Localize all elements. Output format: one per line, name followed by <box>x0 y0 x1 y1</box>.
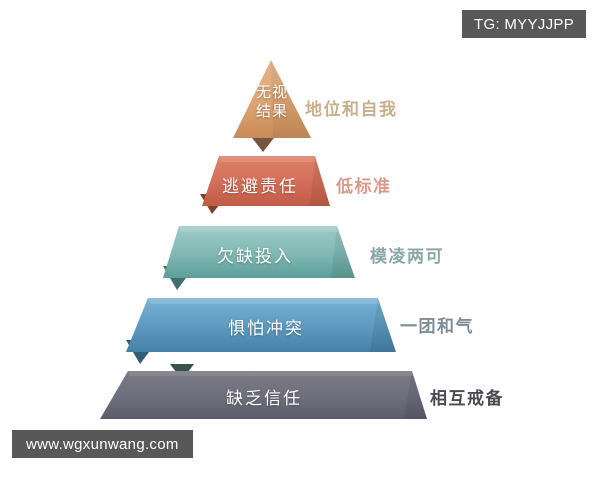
telegram-watermark-badge: TG: MYYJJPP <box>462 10 586 38</box>
base-trapezoid <box>100 371 427 419</box>
pyramid-level-4[interactable]: 逃避责任 <box>190 150 350 222</box>
pyramid-level-3[interactable]: 欠缺投入 <box>155 220 375 296</box>
level-4-trapezoid <box>202 156 330 206</box>
apex-fold-shadow <box>249 134 277 152</box>
side-label-level-4: 低标准 <box>336 177 392 196</box>
side-label-level-3: 模凌两可 <box>370 247 444 266</box>
pyramid-level-base[interactable]: 缺乏信任 <box>92 362 437 428</box>
side-label-base: 相互戒备 <box>430 389 504 408</box>
pyramid-level-2[interactable]: 惧怕冲突 <box>120 292 405 368</box>
side-label-apex: 地位和自我 <box>305 100 398 119</box>
level-3-trapezoid <box>163 226 355 278</box>
apex-triangle <box>233 60 311 138</box>
website-watermark-badge: www.wgxunwang.com <box>12 430 193 458</box>
level-2-trapezoid <box>126 298 396 352</box>
side-label-level-2: 一团和气 <box>400 317 474 336</box>
